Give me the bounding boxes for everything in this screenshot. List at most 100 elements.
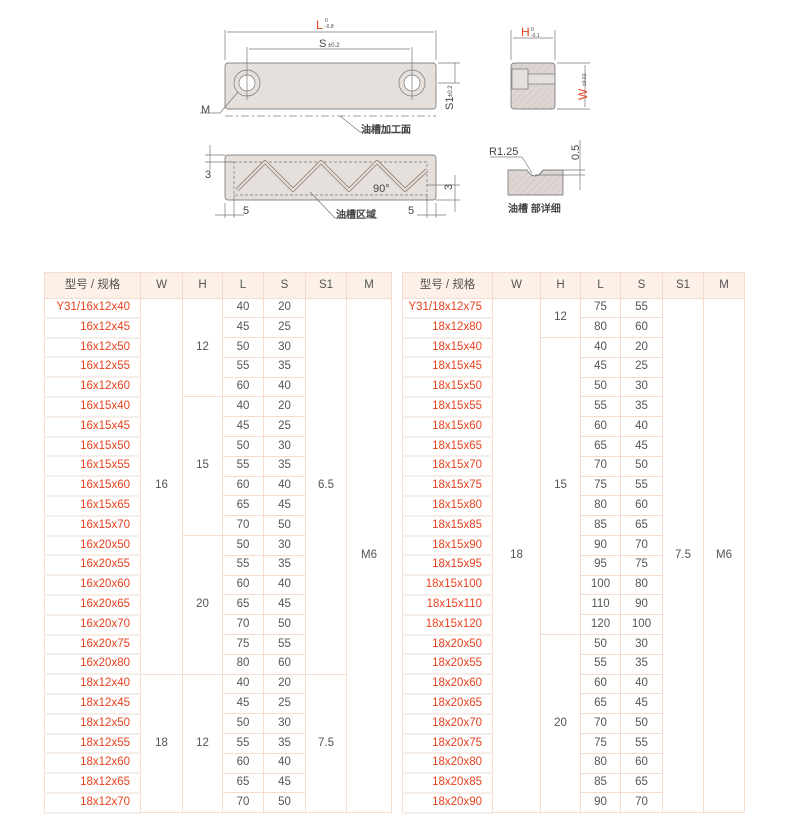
s-cell: 45 <box>263 594 306 616</box>
model-cell: 16x20x80 <box>44 653 141 676</box>
model-cell: 18x15x100 <box>402 574 493 596</box>
model-cell: 16x12x45 <box>44 317 141 339</box>
l-cell: 75 <box>222 634 264 655</box>
model-cell: 18x12x50 <box>44 713 141 735</box>
model-cell: 18x15x65 <box>402 436 493 458</box>
s-cell: 45 <box>620 436 663 457</box>
s-cell: 40 <box>263 376 306 398</box>
model-cell: 18x15x45 <box>402 356 493 379</box>
s-cell: 80 <box>620 574 663 596</box>
l-cell: 50 <box>222 436 264 457</box>
s-cell: 20 <box>263 396 306 418</box>
l-cell: 55 <box>222 455 264 477</box>
w-cell: 18 <box>492 297 541 814</box>
l-cell: 85 <box>580 772 621 794</box>
dim-M-label: M <box>201 104 210 116</box>
l-cell: 55 <box>222 554 264 576</box>
column-header: W <box>492 272 541 299</box>
l-cell: 55 <box>222 733 264 754</box>
m-cell: M6 <box>703 297 745 814</box>
model-cell: 16x20x60 <box>44 574 141 596</box>
s-cell: 20 <box>263 673 306 695</box>
dim-H-label: H <box>521 25 530 39</box>
l-cell: 60 <box>580 416 621 438</box>
column-header: S1 <box>662 272 704 299</box>
column-header: H <box>540 272 581 299</box>
model-cell: 18x15x85 <box>402 515 493 537</box>
l-cell: 40 <box>222 396 264 418</box>
l-cell: 60 <box>222 376 264 398</box>
s-cell: 50 <box>620 455 663 477</box>
dim-S-tol: ±0.2 <box>328 43 340 49</box>
l-cell: 75 <box>580 733 621 754</box>
model-cell: Y31/18x12x75 <box>402 297 493 319</box>
model-cell: 18x20x75 <box>402 733 493 755</box>
s-cell: 55 <box>620 475 663 497</box>
l-cell: 55 <box>580 396 621 418</box>
model-cell: 18x15x55 <box>402 396 493 418</box>
l-cell: 75 <box>580 297 621 319</box>
dim-3-right: 3 <box>443 184 455 190</box>
model-cell: 18x20x65 <box>402 693 493 715</box>
s-cell: 40 <box>263 574 306 596</box>
s-cell: 60 <box>620 317 663 339</box>
s-cell: 35 <box>620 653 663 675</box>
dim-L-tol-lower: -0.8 <box>325 24 334 30</box>
dim-W-label: W <box>576 88 590 100</box>
l-cell: 50 <box>222 713 264 735</box>
radius-label: R1.25 <box>489 146 518 158</box>
column-header: S1 <box>305 272 347 299</box>
s-cell: 30 <box>263 713 306 735</box>
oil-groove-surface-label: 油槽加工面 <box>361 123 411 136</box>
s-cell: 30 <box>263 337 306 358</box>
l-cell: 110 <box>580 594 621 616</box>
s1-cell: 6.5 <box>305 298 347 675</box>
column-header: S <box>620 272 663 299</box>
model-cell: 18x20x85 <box>402 772 493 794</box>
dim-5-right: 5 <box>408 205 414 217</box>
s-cell: 60 <box>620 752 663 774</box>
model-cell: 18x12x45 <box>44 693 141 715</box>
model-cell: 16x15x40 <box>44 396 141 418</box>
s-cell: 40 <box>620 673 663 695</box>
s-cell: 55 <box>620 733 663 754</box>
column-header: L <box>222 272 264 299</box>
angle-label: 90° <box>373 183 390 195</box>
dim-3-left: 3 <box>205 169 211 181</box>
s-cell: 30 <box>263 535 306 556</box>
model-cell: 16x15x65 <box>44 495 141 517</box>
s-cell: 50 <box>620 713 663 735</box>
s-cell: 25 <box>263 693 306 715</box>
model-cell: 18x20x60 <box>402 673 493 695</box>
dim-5-left: 5 <box>243 205 249 217</box>
s-cell: 70 <box>620 792 663 814</box>
column-header: 型号 / 规格 <box>402 272 493 299</box>
dim-S-label: S <box>319 38 326 50</box>
l-cell: 40 <box>222 297 264 319</box>
column-header: 型号 / 规格 <box>44 272 141 299</box>
